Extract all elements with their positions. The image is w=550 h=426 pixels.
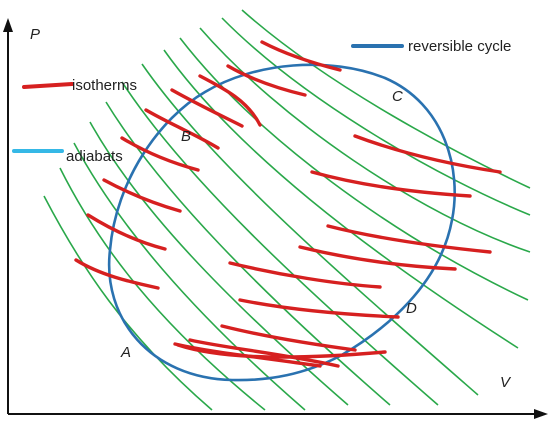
point-label-c: C bbox=[392, 88, 403, 105]
legend: isotherms adiabats reversible cycle bbox=[12, 38, 511, 165]
adiabat-curve-1 bbox=[43, 195, 213, 411]
adiabat-curve-8 bbox=[163, 49, 519, 349]
isotherm-segment-15 bbox=[238, 298, 400, 319]
isotherm-segment-2 bbox=[86, 213, 167, 251]
isotherm-segment-8 bbox=[226, 64, 307, 97]
isotherm-segment-16 bbox=[220, 324, 357, 352]
adiabat-curves bbox=[43, 9, 531, 411]
adiabat-curve-2 bbox=[59, 167, 266, 411]
y-axis-arrow-icon bbox=[3, 18, 13, 32]
point-label-a: A bbox=[120, 344, 131, 361]
point-label-b: B bbox=[181, 128, 191, 145]
isotherm-segment-3 bbox=[102, 178, 182, 213]
isotherm-segment-19 bbox=[176, 343, 387, 359]
isotherm-segment-12 bbox=[326, 224, 492, 254]
point-label-d: D bbox=[406, 300, 417, 317]
x-axis-label: V bbox=[500, 374, 512, 391]
adiabat-curve-11 bbox=[221, 17, 531, 216]
isotherm-segment-5 bbox=[144, 108, 220, 150]
adiabat-curve-12 bbox=[241, 9, 531, 189]
adiabat-curve-7 bbox=[141, 63, 479, 396]
adiabat-curve-6 bbox=[121, 81, 439, 406]
isotherm-segment-14 bbox=[228, 261, 382, 289]
isotherm-segment-7 bbox=[198, 74, 262, 127]
y-axis-label: P bbox=[30, 26, 40, 43]
adiabat-curve-3 bbox=[73, 142, 306, 411]
x-axis-arrow-icon bbox=[534, 409, 548, 419]
isotherm-segment-1 bbox=[74, 258, 160, 290]
isotherm-segments bbox=[74, 40, 502, 368]
isotherm-segment-6 bbox=[170, 88, 244, 128]
isotherm-segment-9 bbox=[260, 40, 342, 72]
legend-adiabats-label: adiabats bbox=[66, 148, 123, 165]
adiabat-curve-5 bbox=[105, 101, 391, 406]
isotherm-segment-17 bbox=[188, 338, 340, 368]
reversible-cycle-loop bbox=[107, 63, 456, 382]
legend-isotherm-swatch bbox=[22, 82, 74, 89]
adiabat-curve-10 bbox=[199, 27, 531, 253]
axes: P V bbox=[3, 18, 548, 419]
adiabat-curve-9 bbox=[179, 37, 529, 301]
isotherm-segment-4 bbox=[120, 136, 200, 172]
isotherm-segment-10 bbox=[353, 134, 502, 174]
legend-cycle-label: reversible cycle bbox=[408, 38, 511, 55]
isotherm-segment-13 bbox=[298, 245, 457, 271]
legend-isotherms-label: isotherms bbox=[72, 77, 137, 94]
isotherm-segment-11 bbox=[310, 170, 472, 198]
